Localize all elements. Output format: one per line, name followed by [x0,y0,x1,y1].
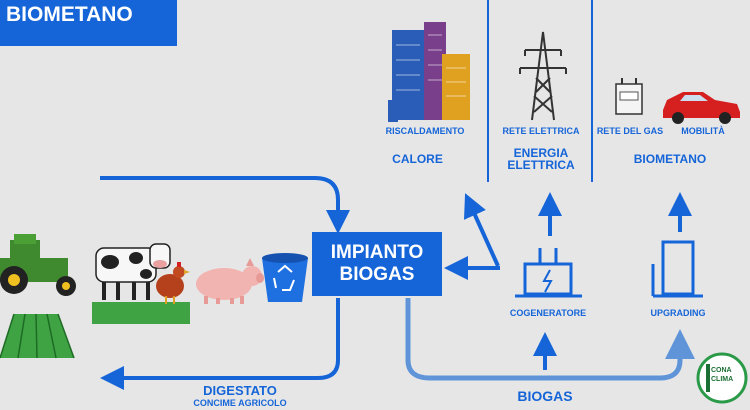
cogeneratore-icon [515,248,582,298]
digestato-line2: CONCIME AGRICOLO [193,398,287,408]
energia-line2: ELETTRICA [507,158,575,172]
input-flow-arrow [100,176,350,234]
to-calore-arrow [464,193,500,267]
car-icon [663,92,740,124]
cogeneratore-label: COGENERATORE [509,308,587,318]
impianto-biogas-box: IMPIANTO BIOGAS [312,232,442,296]
digestato-line1: DIGESTATO [203,383,277,398]
biogas-flow-arrow [405,298,695,381]
recycle-bin-icon [262,253,308,302]
upgrading-icon [651,240,703,298]
energia-line1: ENERGIA [513,146,569,160]
gas-meter-icon [615,78,643,115]
plant-line2: BIOGAS [339,264,415,285]
cow-icon [95,243,171,300]
logo-text: CONA CLIMA [711,366,745,384]
digestato-arrow [100,298,340,390]
buildings-icon [388,22,470,122]
conaclima-logo-icon [696,352,748,404]
biometano-label: BIOMETANO [633,152,707,166]
chicken-icon [156,262,190,304]
power-pylon-icon [519,31,567,121]
pig-icon [196,258,264,304]
mobilita-label: MOBILITÀ [681,126,725,136]
grass-icon [92,302,190,324]
plant-line1: IMPIANTO [330,242,424,263]
riscaldamento-label: RISCALDAMENTO [385,126,465,136]
rete-elettrica-label: RETE ELETTRICA [502,126,580,136]
rete-del-gas-label: RETE DEL GAS [596,126,664,136]
tractor-icon [0,234,76,296]
calore-label: CALORE [392,152,443,166]
upgrading-label: UPGRADING [650,308,706,318]
digestato-label: DIGESTATO CONCIME AGRICOLO [160,384,320,410]
logo-line2: CLIMA [711,376,734,383]
field-icon [0,313,75,359]
energia-elettrica-label: ENERGIA ELETTRICA [493,147,589,171]
page-title: BIOMETANO [0,0,177,46]
biogas-label: BIOGAS [517,388,573,404]
logo-line1: CONA [711,367,732,374]
